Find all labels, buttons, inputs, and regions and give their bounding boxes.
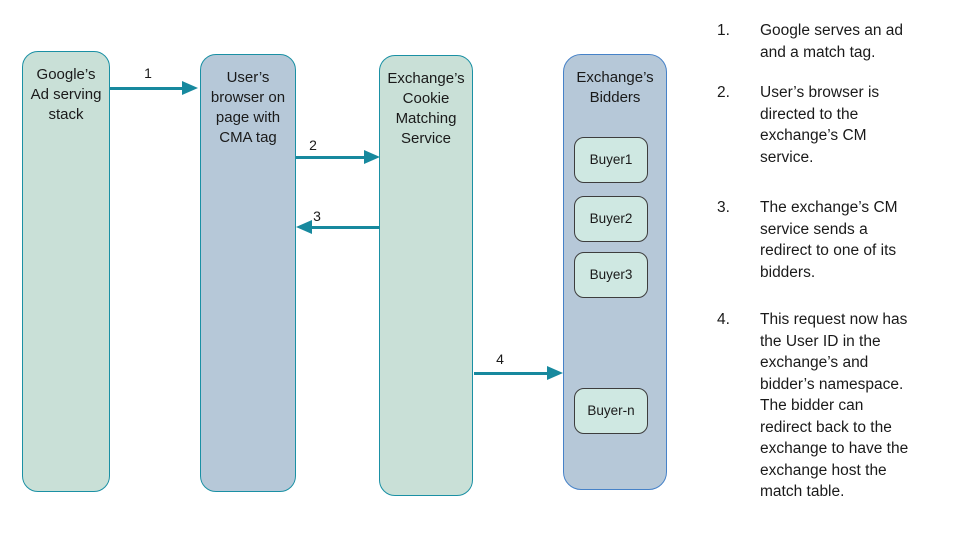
- step-item-3: 3. The exchange’s CM service sends a red…: [717, 197, 956, 283]
- arrowhead-right-icon: [547, 366, 563, 380]
- buyer-box-3: Buyer3: [574, 252, 648, 298]
- arrow-4-label: 4: [496, 351, 504, 367]
- step-number: 1.: [717, 22, 730, 39]
- step-text: The exchange’s CM service sends a redire…: [760, 199, 898, 281]
- buyer-box-1: Buyer1: [574, 137, 648, 183]
- buyer-label: Buyer2: [589, 210, 633, 226]
- step-text: Google serves an ad and a match tag.: [760, 22, 904, 61]
- buyer-label: Buyer-n: [587, 402, 635, 418]
- arrow-4: [474, 366, 563, 380]
- node-cookie-matching-service: Exchange’s Cookie Matching Service: [379, 55, 473, 496]
- buyer-box-2: Buyer2: [574, 196, 648, 242]
- arrow-1-label: 1: [144, 65, 152, 81]
- buyer-label: Buyer1: [589, 151, 633, 167]
- node-title: Google’s Ad serving stack: [30, 66, 102, 123]
- node-title: User’s browser on page with CMA tag: [210, 69, 286, 146]
- step-item-2: 2. User’s browser is directed to the exc…: [717, 82, 956, 168]
- arrowhead-right-icon: [364, 150, 380, 164]
- step-number: 4.: [717, 311, 730, 328]
- arrow-shaft: [474, 371, 551, 375]
- node-exchange-bidders: Exchange’s Bidders Buyer1 Buyer2 Buyer3 …: [563, 54, 667, 490]
- step-number: 3.: [717, 199, 730, 216]
- arrow-1: [110, 81, 198, 95]
- arrowhead-right-icon: [182, 81, 198, 95]
- buyer-label: Buyer3: [589, 266, 633, 282]
- arrowhead-left-icon: [296, 220, 312, 234]
- arrow-shaft: [110, 86, 186, 90]
- step-item-4: 4. This request now has the User ID in t…: [717, 309, 956, 503]
- arrow-shaft: [296, 155, 368, 159]
- step-number: 2.: [717, 84, 730, 101]
- step-text: This request now has the User ID in the …: [760, 311, 909, 500]
- node-title: Exchange’s Cookie Matching Service: [387, 70, 465, 147]
- step-item-1: 1. Google serves an ad and a match tag.: [717, 20, 956, 63]
- step-text: User’s browser is directed to the exchan…: [760, 84, 880, 166]
- arrow-3-label: 3: [313, 208, 321, 224]
- node-title: Exchange’s Bidders: [576, 69, 654, 106]
- buyer-box-n: Buyer-n: [574, 388, 648, 434]
- node-user-browser: User’s browser on page with CMA tag: [200, 54, 296, 492]
- node-google-ad-serving-stack: Google’s Ad serving stack: [22, 51, 110, 492]
- arrow-2-label: 2: [309, 137, 317, 153]
- arrow-shaft: [308, 225, 380, 229]
- arrow-2: [296, 150, 380, 164]
- arrow-3: [296, 220, 380, 234]
